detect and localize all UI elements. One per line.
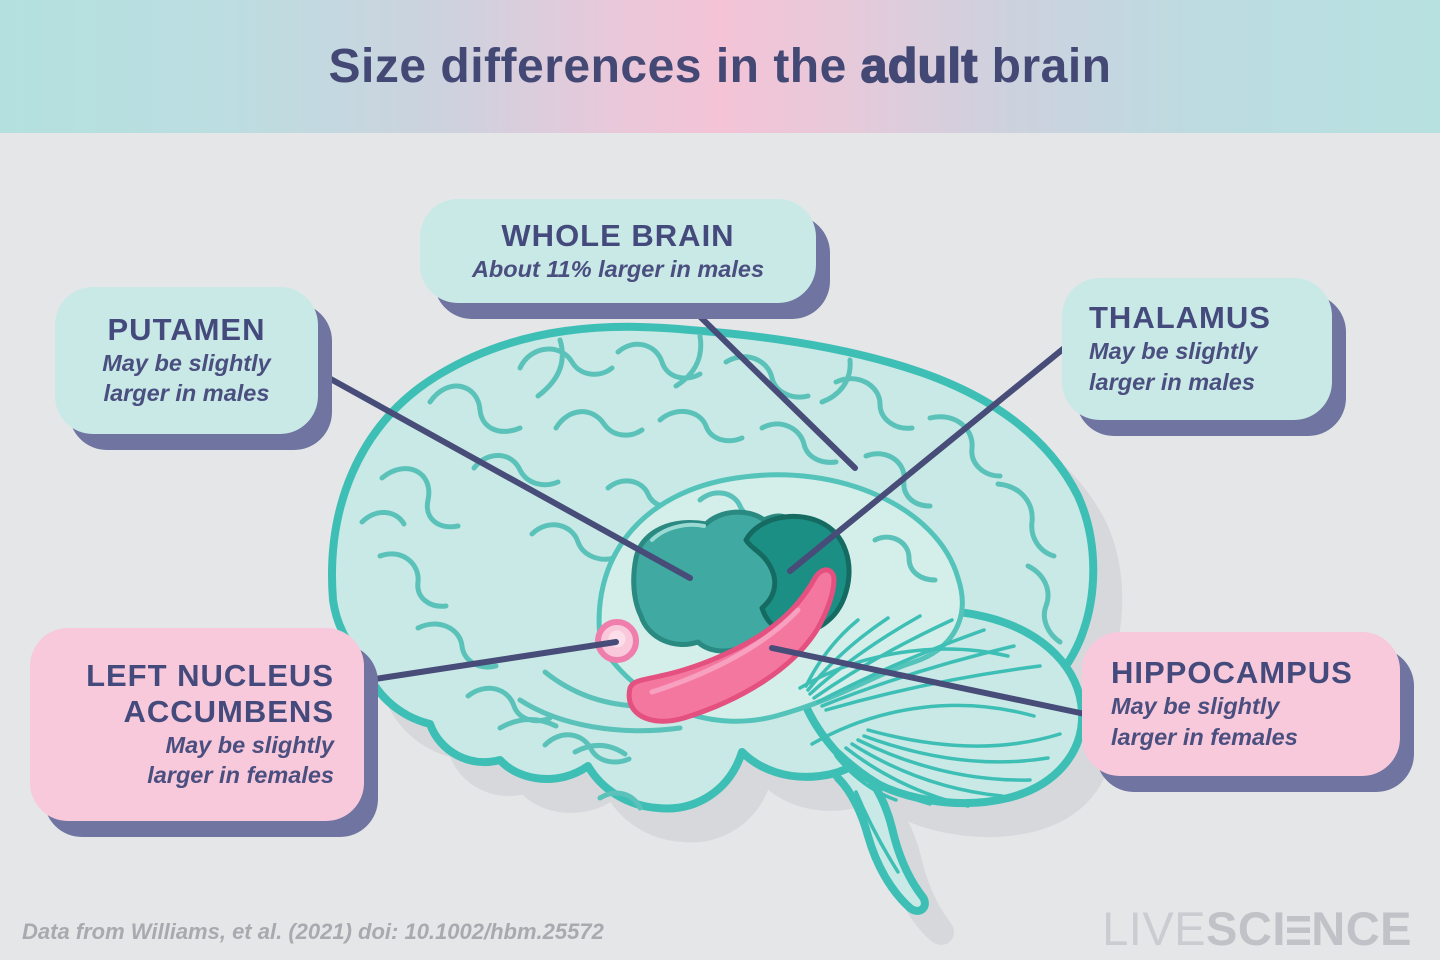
leader-hippocampus	[769, 645, 1088, 717]
leader-putamen	[315, 369, 693, 581]
callout-whole-brain-description: About 11% larger in males	[471, 255, 765, 282]
callout-left-nucleus-accumbens-title: LEFT NUCLEUS ACCUMBENS	[86, 658, 334, 729]
callout-putamen-title: PUTAMEN	[107, 311, 266, 347]
livescience-logo: LIVESCI NCE	[1102, 901, 1412, 956]
header-banner: Size differences in the adult brain	[0, 0, 1440, 133]
callout-thalamus: THALAMUS May be slightly larger in males	[1062, 278, 1332, 420]
hippocampus-highlight	[649, 607, 801, 695]
callout-hippocampus-title: HIPPOCAMPUS	[1111, 655, 1353, 691]
title-prefix: Size differences in the	[328, 40, 861, 93]
title-emphasis: adult	[860, 39, 978, 94]
logo-live: LIVE	[1102, 902, 1207, 955]
page-title: Size differences in the adult brain	[329, 39, 1112, 94]
logo-sci: SCI	[1206, 902, 1286, 955]
leader-whole-brain	[680, 297, 858, 471]
logo-nce: NCE	[1311, 902, 1412, 955]
putamen-highlight	[650, 522, 706, 542]
callout-putamen-description: May be slightly larger in males	[102, 349, 271, 407]
callout-thalamus-title: THALAMUS	[1089, 300, 1271, 336]
leader-nucleus-accumbens	[359, 639, 619, 684]
leader-lines	[315, 297, 1088, 717]
title-suffix: brain	[977, 40, 1112, 93]
cerebellum-striations	[798, 614, 1062, 874]
callout-left-nucleus-accumbens-description: May be slightly larger in females	[147, 731, 334, 789]
inner-region-detail-2	[872, 534, 938, 583]
callout-thalamus-description: May be slightly larger in males	[1089, 338, 1258, 395]
gyri-lines	[359, 333, 1063, 811]
callout-putamen: PUTAMEN May be slightly larger in males	[55, 287, 318, 434]
data-source-credit: Data from Williams, et al. (2021) doi: 1…	[22, 919, 604, 944]
callout-whole-brain: WHOLE BRAIN About 11% larger in males	[420, 199, 816, 303]
logo-stylized-e-icon	[1286, 915, 1311, 945]
callout-hippocampus: HIPPOCAMPUS May be slightly larger in fe…	[1082, 632, 1400, 776]
callout-hippocampus-description: May be slightly larger in females	[1111, 693, 1298, 750]
leader-thalamus	[787, 346, 1066, 574]
callout-left-nucleus-accumbens: LEFT NUCLEUS ACCUMBENS May be slightly l…	[30, 628, 364, 821]
callout-whole-brain-title: WHOLE BRAIN	[501, 217, 735, 253]
